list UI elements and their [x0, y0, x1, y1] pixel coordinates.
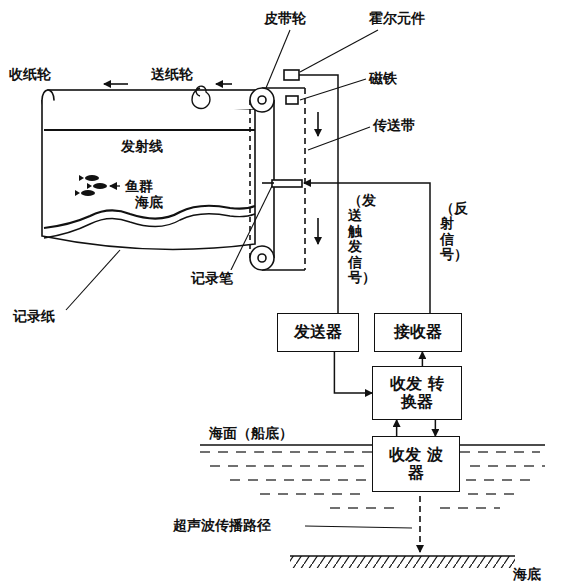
- signal-name: （发送触发信号）: [348, 192, 362, 286]
- signal-connector: [396, 420, 398, 436]
- node-text-group: 收发 波器: [383, 446, 449, 483]
- seabed: [290, 556, 515, 568]
- trace-name: 鱼群: [124, 178, 154, 194]
- node-label: 接收器: [394, 323, 442, 341]
- node-text-group: 收发 转换器: [384, 375, 450, 412]
- belt-drive: [250, 70, 318, 270]
- node-label: 发送器: [294, 323, 342, 341]
- part-name: 磁铁: [368, 70, 398, 86]
- leader-lines: [66, 30, 412, 528]
- part-name: 传送带: [372, 117, 416, 133]
- node-label: 收发 波器: [383, 446, 449, 483]
- part-name: 皮带轮: [263, 10, 307, 26]
- part-name: 送纸轮: [150, 66, 194, 82]
- part-name: 记录笔: [190, 270, 234, 286]
- transducer-box: 收发 波器: [372, 436, 460, 492]
- ultrasonic-path: [419, 496, 421, 552]
- recorder: [42, 84, 255, 249]
- signal-connector: [422, 352, 424, 366]
- path-label: 超声波传播路径: [172, 517, 272, 533]
- signal-wires: [299, 75, 430, 313]
- node-label: 收发 转换器: [384, 375, 450, 412]
- process-box: 收发 转换器: [372, 366, 462, 420]
- seabed-label: 海底: [512, 566, 542, 582]
- signal-connector: [334, 352, 372, 393]
- trace-name: 发射线: [120, 138, 164, 154]
- part-name: 霍尔元件: [368, 10, 426, 26]
- signal-connector: [435, 420, 437, 436]
- node-text-group: 接收器: [394, 323, 442, 341]
- part-name: 收纸轮: [8, 66, 52, 82]
- part-name: 记录纸: [12, 308, 56, 324]
- process-box: 接收器: [374, 313, 462, 352]
- surface-label: 海面（船底）: [208, 425, 294, 441]
- process-box: 发送器: [277, 313, 359, 352]
- node-text-group: 发送器: [294, 323, 342, 341]
- trace-name: 海底: [134, 194, 164, 210]
- signal-name: （反射信号）: [440, 200, 454, 264]
